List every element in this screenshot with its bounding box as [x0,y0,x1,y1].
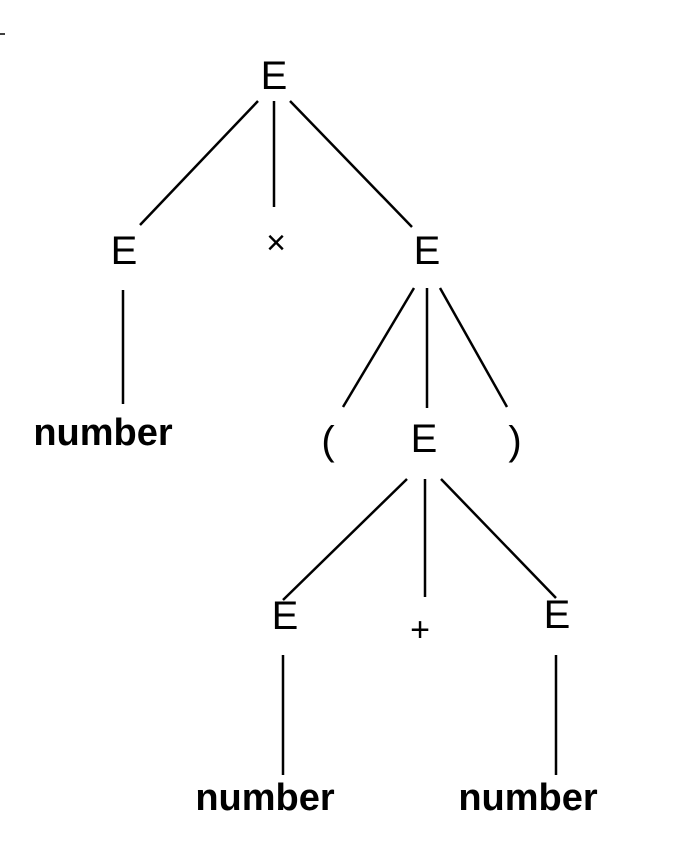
node-sum-left-e: E [272,594,299,638]
node-inner-e: E [411,417,438,461]
tree-edges [121,100,558,775]
tree-nodes: E E × E number ( E ) E + E number number [33,54,598,819]
edge-root-to-left-e [139,100,259,226]
edge-root-to-right-e [289,100,413,228]
node-sum-right-e: E [544,593,571,637]
node-open-paren: ( [321,419,335,463]
node-left-number: number [33,412,173,454]
node-root-e: E [261,54,288,98]
node-sum-right-number: number [458,777,598,819]
node-sum-left-number: number [195,777,335,819]
edge-right-e-to-close-paren [438,287,509,408]
edge-inner-e-to-sum-right-e [440,478,557,599]
node-left-e: E [111,229,138,273]
node-right-e: E [414,229,441,273]
node-close-paren: ) [508,419,521,463]
edge-right-e-to-open-paren [341,287,416,408]
node-plus-operator: + [410,611,430,649]
node-times-operator: × [266,224,286,262]
edge-inner-e-to-sum-left-e [282,478,408,601]
